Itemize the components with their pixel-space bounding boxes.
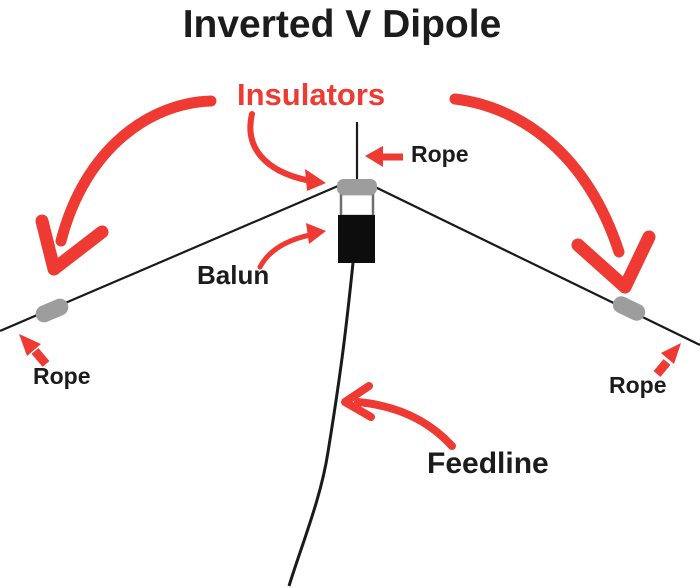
balun-arrow-icon bbox=[257, 223, 326, 270]
balun-label: Balun bbox=[197, 260, 270, 290]
rope-right-arrow-icon bbox=[653, 343, 681, 377]
insulators-right-curved-arrow-icon bbox=[449, 93, 656, 294]
rope-top-label: Rope bbox=[411, 141, 469, 167]
balun-box bbox=[338, 215, 375, 263]
balun-housing-top bbox=[339, 192, 375, 218]
feedline-arrow-icon bbox=[341, 382, 456, 450]
insulators-apex-arrow-icon bbox=[247, 111, 326, 191]
diagram-title: Inverted V Dipole bbox=[182, 3, 502, 46]
apex-insulator bbox=[337, 179, 377, 195]
rope-left-label: Rope bbox=[33, 363, 91, 389]
right-insulator bbox=[612, 296, 646, 321]
feedline-label: Feedline bbox=[427, 447, 549, 480]
rope-top-arrow-icon bbox=[365, 146, 403, 167]
rope-left-arrow-icon bbox=[19, 334, 50, 367]
rope-right-label: Rope bbox=[609, 372, 667, 398]
feedline-cable bbox=[287, 262, 355, 587]
insulators-left-curved-arrow-icon bbox=[35, 95, 217, 276]
insulators-label: Insulators bbox=[237, 77, 386, 112]
left-insulator bbox=[35, 298, 69, 323]
right-dipole-wire bbox=[372, 185, 700, 346]
